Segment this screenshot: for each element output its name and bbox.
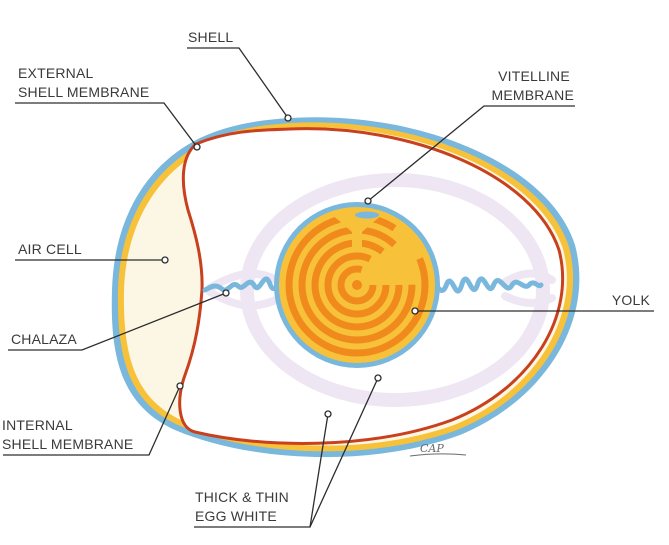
label-shell: SHELL	[188, 29, 233, 45]
latebra	[330, 213, 384, 250]
dot-egg-white-thin	[324, 410, 332, 418]
label-yolk: YOLK	[612, 292, 651, 308]
label-egg-white: THICK & THIN EGG WHITE	[195, 489, 293, 524]
dot-chalaza	[222, 289, 230, 297]
shell-membrane	[178, 127, 565, 445]
egg-white-wisps	[206, 269, 556, 310]
chalaza-right	[427, 276, 544, 294]
egg	[111, 117, 580, 458]
thick-egg-white	[240, 173, 550, 407]
label-air-cell: AIR CELL	[18, 241, 82, 257]
leader-chalaza	[8, 292, 227, 351]
germinal-disc	[355, 211, 379, 219]
anchor-dots	[161, 114, 419, 418]
label-internal-shell-membrane: INTERNAL SHELL MEMBRANE	[2, 417, 133, 452]
dot-external-shell-membrane	[193, 143, 201, 151]
leader-egg-white-thick	[309, 377, 379, 528]
signature-text: CAP	[420, 442, 444, 455]
labels: SHELL EXTERNAL SHELL MEMBRANE VITELLINE …	[2, 29, 650, 524]
dot-internal-shell-membrane	[176, 382, 184, 390]
label-chalaza: CHALAZA	[11, 331, 77, 347]
leader-internal-shell-membrane	[3, 385, 181, 456]
label-external-shell-membrane: EXTERNAL SHELL MEMBRANE	[18, 65, 149, 100]
yolk-center	[352, 280, 362, 290]
leader-shell	[187, 47, 289, 119]
chalaza-left	[202, 276, 287, 293]
dot-egg-white-thick	[374, 374, 382, 382]
artist-signature: CAP	[409, 442, 467, 457]
dot-shell	[284, 114, 292, 122]
leader-external-shell-membrane	[15, 102, 198, 148]
dot-yolk	[411, 307, 419, 315]
signature-underline	[409, 453, 467, 457]
leader-vitelline-membrane	[367, 105, 575, 202]
dot-air-cell	[161, 256, 169, 264]
label-vitelline-membrane: VITELLINE MEMBRANE	[492, 68, 575, 103]
dot-vitelline-membrane	[364, 197, 372, 205]
leader-lines	[3, 47, 654, 528]
